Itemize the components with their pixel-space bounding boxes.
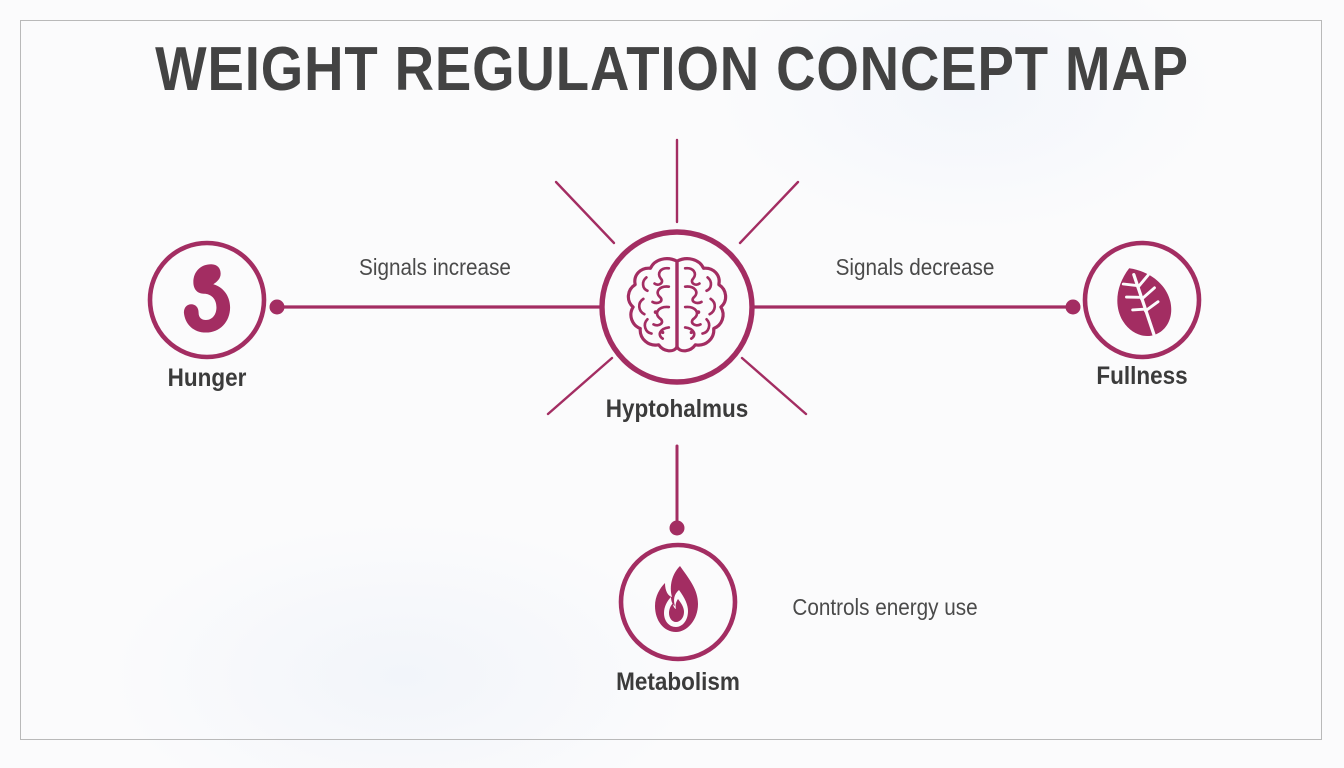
radiating-spokes	[546, 138, 808, 416]
node-label-fullness: Fullness	[1096, 362, 1188, 390]
spoke-bottom-right	[740, 356, 808, 416]
node-hunger[interactable]	[147, 240, 267, 360]
edge-label-signals-increase: Signals increase	[359, 254, 511, 280]
edge-lines	[269, 299, 1081, 536]
edge-label-signals-decrease: Signals decrease	[835, 254, 995, 280]
node-metabolism[interactable]	[618, 542, 738, 662]
page-border	[20, 20, 1322, 740]
node-label-hypothalamus: Hyptohalmus	[605, 395, 749, 423]
node-hypothalamus[interactable]	[599, 229, 755, 385]
edge-dot-hunger	[269, 299, 285, 315]
spoke-top-right	[738, 180, 800, 245]
edge-dot-fullness	[1065, 299, 1081, 315]
edge-dot-metabolism	[669, 520, 685, 536]
node-label-hunger: Hunger	[167, 364, 247, 392]
page-title: WEIGHT REGULATION CONCEPT MAP	[155, 35, 1189, 104]
node-metabolism-ring	[618, 542, 738, 662]
node-label-metabolism: Metabolism	[616, 668, 740, 696]
edge-label-controls-energy-use: Controls energy use	[792, 594, 978, 620]
spoke-top-left	[554, 180, 616, 245]
spoke-bottom-left	[546, 356, 614, 416]
node-hunger-ring	[147, 240, 267, 360]
node-hypothalamus-ring	[599, 229, 755, 385]
leaf-icon	[1103, 256, 1182, 346]
node-fullness[interactable]	[1082, 240, 1202, 360]
brain-icon	[626, 257, 728, 353]
stomach-icon	[183, 264, 231, 333]
flame-icon	[655, 566, 698, 632]
node-fullness-ring	[1082, 240, 1202, 360]
